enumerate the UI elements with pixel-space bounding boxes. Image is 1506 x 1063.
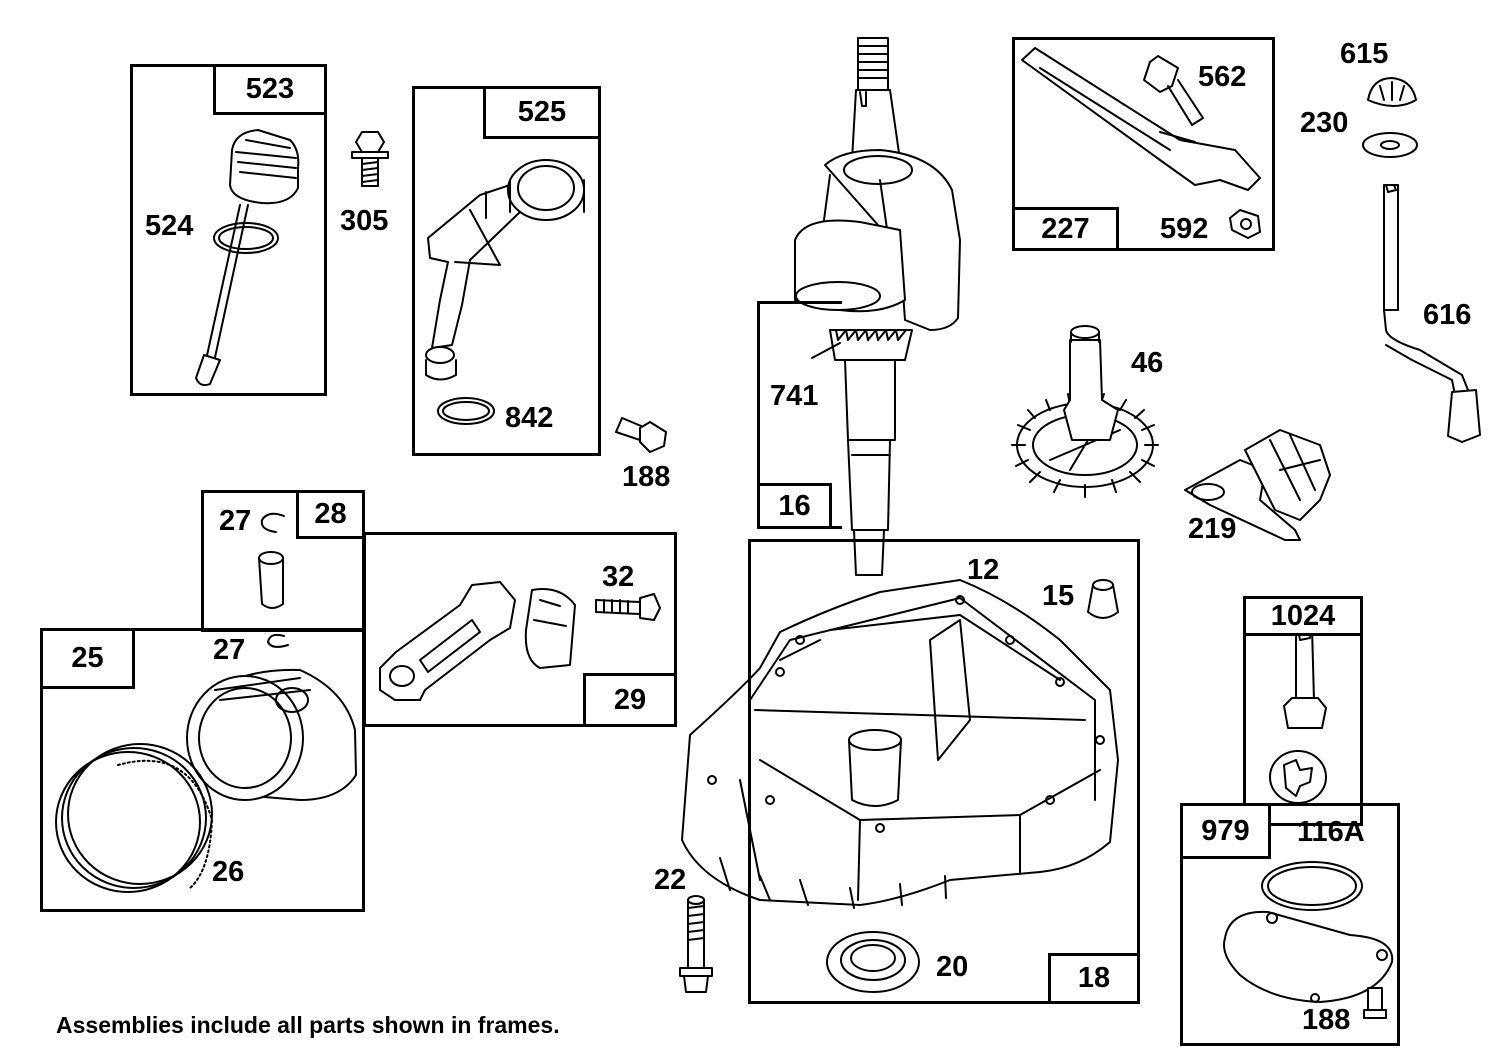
bolt-188-drawing xyxy=(616,418,666,452)
pump-cover-drawing xyxy=(1224,862,1392,1018)
footnote: Assemblies include all parts shown in fr… xyxy=(56,1012,560,1038)
part-label-524: 524 xyxy=(145,210,194,242)
frame-16-label: 16 xyxy=(757,483,832,529)
frame-525-label: 525 xyxy=(483,86,601,139)
crankshaft-drawing xyxy=(795,38,960,575)
part-label-12: 12 xyxy=(967,554,1000,586)
piston-drawing xyxy=(187,670,356,800)
governor-assembly-drawing xyxy=(1185,430,1330,540)
leader-line xyxy=(812,343,840,358)
dipstick-drawing xyxy=(196,130,298,385)
bolt-22-drawing xyxy=(680,896,712,992)
piston-rings-drawing xyxy=(56,744,212,892)
part-label-32: 32 xyxy=(602,561,635,593)
part-label-562: 562 xyxy=(1198,61,1247,93)
part-label-116A: 116A xyxy=(1297,816,1365,848)
governor-arm-drawing xyxy=(1022,48,1260,238)
part-label-741: 741 xyxy=(770,380,819,412)
frame-227-label: 227 xyxy=(1012,207,1119,251)
part-label-616: 616 xyxy=(1423,299,1472,331)
frame-1024-label: 1024 xyxy=(1243,596,1363,636)
bolt-305-drawing xyxy=(352,132,388,186)
circlip-drawing xyxy=(262,514,284,532)
part-label-230: 230 xyxy=(1300,107,1349,139)
part-label-615: 615 xyxy=(1340,38,1389,70)
piston-pin-drawing xyxy=(259,552,283,608)
governor-shaft-drawing xyxy=(1363,78,1480,442)
part-label-188-b: 188 xyxy=(1302,1004,1351,1036)
part-label-305: 305 xyxy=(340,205,389,237)
frame-29-label: 29 xyxy=(583,673,677,727)
part-label-842: 842 xyxy=(505,402,554,434)
frame-227 xyxy=(1012,37,1275,251)
camshaft-drawing xyxy=(1012,326,1158,497)
frame-979 xyxy=(1180,803,1400,1046)
part-label-188-a: 188 xyxy=(622,461,671,493)
part-label-26: 26 xyxy=(212,856,245,888)
frame-523-label: 523 xyxy=(213,64,327,115)
part-label-592: 592 xyxy=(1160,213,1209,245)
part-label-219: 219 xyxy=(1188,513,1237,545)
frame-28-label: 28 xyxy=(296,490,365,539)
frame-25-label: 25 xyxy=(40,628,135,689)
plug-drawing xyxy=(1088,580,1118,618)
frame-18-label: 18 xyxy=(1048,953,1140,1004)
circlip-lower-drawing xyxy=(268,635,288,647)
frame-525 xyxy=(412,86,601,456)
frame-979-label: 979 xyxy=(1180,803,1271,859)
connecting-rod-drawing xyxy=(380,582,660,700)
crankcase-drawing xyxy=(682,580,1118,908)
part-label-27-b: 27 xyxy=(213,634,246,666)
part-label-46: 46 xyxy=(1131,347,1164,379)
frame-18 xyxy=(748,539,1140,1004)
leader-line xyxy=(1160,132,1195,142)
frame-25 xyxy=(40,628,365,912)
oil-seal-drawing xyxy=(827,932,919,992)
part-label-15: 15 xyxy=(1042,580,1075,612)
part-label-22: 22 xyxy=(654,864,687,896)
oil-fill-tube-drawing xyxy=(426,160,584,424)
part-label-20: 20 xyxy=(936,951,969,983)
part-label-27-a: 27 xyxy=(219,505,252,537)
